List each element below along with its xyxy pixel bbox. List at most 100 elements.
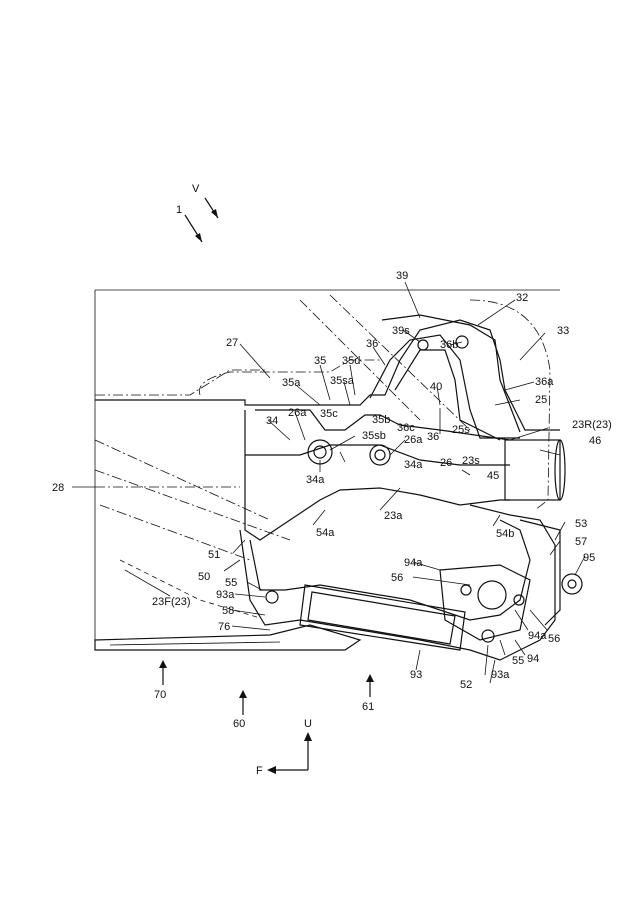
mount-94-center (477, 580, 507, 610)
label-95: 95 (583, 552, 595, 564)
label-25: 25 (535, 394, 547, 406)
frame-bracket-39 (381, 314, 521, 433)
label-23r: 23R(23) (572, 419, 612, 431)
phantom-line-b (94, 469, 291, 541)
boss-26 (369, 444, 391, 466)
label-94a-top: 94a (404, 557, 423, 569)
label-56-bottom: 56 (548, 633, 560, 645)
pointer-arrow-61-head (366, 674, 374, 682)
frame-inner-40 (394, 349, 501, 441)
view-arrow-v-head (211, 209, 218, 218)
bolt-93a-left (265, 590, 279, 604)
label-93a-left: 93a (216, 589, 235, 601)
view-arrow-1-head (195, 233, 202, 242)
label-54b: 54b (496, 528, 514, 540)
label-40: 40 (430, 381, 442, 393)
label-34a-left: 34a (306, 474, 325, 486)
frame-bracket-36 (369, 334, 520, 439)
tube-46 (504, 439, 561, 501)
label-94a-bottom: 94a (528, 630, 547, 642)
label-52: 52 (460, 679, 472, 691)
label-35b: 35b (372, 414, 390, 426)
boss-95 (561, 573, 583, 595)
floor-member-70 (94, 624, 362, 651)
label-70: 70 (154, 689, 166, 701)
label-26: 26 (440, 457, 452, 469)
label-axis-f: F (256, 765, 263, 777)
label-39s: 39s (392, 325, 410, 337)
label-32: 32 (516, 292, 528, 304)
label-35d: 35d (342, 355, 360, 367)
label-axis-u: U (304, 718, 312, 730)
label-55-left: 55 (225, 577, 237, 589)
label-36c: 36c (397, 422, 415, 434)
floor-member-70-inner (109, 641, 281, 646)
pointer-arrow-60-head (239, 690, 247, 698)
label-26a-left: 26a (288, 407, 307, 419)
label-1: 1 (176, 204, 182, 216)
label-55-bottom: 55 (512, 655, 524, 667)
upper-frame-member (95, 319, 560, 431)
label-35a: 35a (282, 377, 301, 389)
boss-39s (417, 339, 429, 351)
label-28: 28 (52, 482, 64, 494)
label-36a: 36a (535, 376, 554, 388)
label-35sa: 35sa (330, 375, 355, 387)
label-93a-bottom: 93a (491, 669, 510, 681)
phantom-line-33 (469, 299, 551, 511)
phantom-line-g (329, 294, 471, 431)
bolt-56-bottom (513, 594, 525, 606)
label-33: 33 (557, 325, 569, 337)
label-23s: 23s (462, 455, 480, 467)
label-57: 57 (575, 536, 587, 548)
bolt-56-top (460, 584, 472, 596)
tube-46-end (554, 439, 566, 501)
label-35: 35 (314, 355, 326, 367)
outline-frame (94, 289, 560, 640)
boss-95-inner (567, 579, 577, 589)
bracket-53 (519, 519, 561, 626)
label-60: 60 (233, 718, 245, 730)
mount-93-inner (307, 591, 456, 645)
bolt-93a-right (481, 629, 495, 643)
phantom-line-27 (198, 359, 380, 396)
phantom-line-h (119, 559, 261, 619)
label-26a-right: 26a (404, 434, 423, 446)
label-53: 53 (575, 518, 587, 530)
axis-f-head (267, 766, 276, 774)
axis-u-head (304, 732, 312, 741)
label-61: 61 (362, 701, 374, 713)
label-94: 94 (527, 653, 539, 665)
leader-lines (72, 281, 586, 684)
label-36: 36 (366, 338, 378, 350)
label-23f: 23F(23) (152, 596, 191, 608)
label-36b: 36b (440, 339, 458, 351)
label-58: 58 (222, 605, 234, 617)
label-56-top: 56 (391, 572, 403, 584)
phantom-line-c (94, 439, 271, 521)
mount-93 (299, 584, 466, 651)
phantom-line-a (95, 369, 265, 396)
label-35c: 35c (320, 408, 338, 420)
label-76: 76 (218, 621, 230, 633)
pointer-arrow-70-head (159, 660, 167, 668)
label-27: 27 (226, 337, 238, 349)
label-34: 34 (266, 415, 278, 427)
bracket-50 (239, 504, 556, 661)
mount-94 (439, 564, 531, 641)
boss-26-inner (374, 449, 386, 461)
label-23a: 23a (384, 510, 403, 522)
bracket-50-inner (249, 519, 531, 621)
boss-36b (455, 335, 469, 349)
phantom-line-d (99, 504, 251, 561)
label-45: 45 (487, 470, 499, 482)
boss-34-inner (313, 445, 327, 459)
label-34a-right: 34a (404, 459, 423, 471)
label-93: 93 (410, 669, 422, 681)
label-46: 46 (589, 435, 601, 447)
label-50: 50 (198, 571, 210, 583)
label-v: V (192, 183, 200, 195)
label-25s: 25s (452, 424, 470, 436)
